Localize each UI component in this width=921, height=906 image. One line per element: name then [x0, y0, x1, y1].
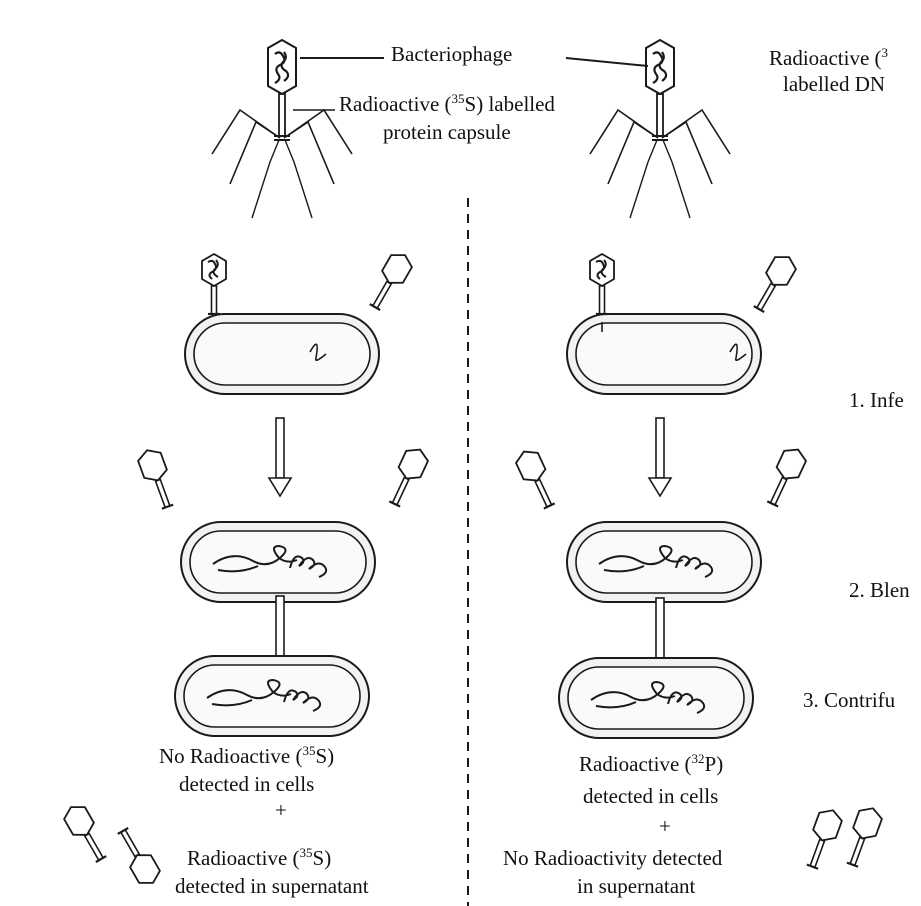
right-free-phage-2 — [762, 444, 809, 509]
label-labelled-dna-2: labelled DN — [780, 72, 888, 97]
right-phage-attached-1 — [590, 254, 614, 314]
right-phage-attached-2 — [749, 251, 800, 315]
left-free-phage-1 — [136, 446, 179, 511]
left-cell-infection — [185, 314, 379, 394]
left-supernatant-phage-2 — [113, 825, 164, 889]
right-supernatant-result-2: in supernatant — [574, 874, 698, 899]
label-labelled-dna: Radioactive (3 — [766, 46, 891, 71]
left-phage-attached-2 — [365, 249, 416, 313]
step-infection: 1. Infe — [846, 388, 907, 413]
step-blending: 2. Blen — [846, 578, 913, 603]
right-cell-infection — [567, 314, 761, 394]
right-bacteriophage — [590, 40, 730, 218]
step-centrifugation: 3. Contrifu — [800, 688, 898, 713]
left-phage-attached-1 — [202, 254, 226, 314]
left-supernatant-result-2: detected in supernatant — [172, 874, 372, 899]
right-supernatant-phage-1 — [801, 806, 844, 871]
left-bacteriophage — [212, 40, 352, 218]
left-cell-centrifuge — [175, 656, 369, 736]
right-cell-blending — [567, 522, 761, 602]
right-free-phage-1 — [513, 446, 560, 511]
label-protein-capsule: Radioactive (35S) labelled — [336, 92, 558, 117]
label-bacteriophage: Bacteriophage — [388, 42, 515, 67]
right-supernatant-phage-2 — [841, 804, 884, 869]
right-cell-centrifuge — [559, 658, 753, 738]
right-cells-result: Radioactive (32P) — [576, 752, 726, 777]
left-supernatant-result: Radioactive (35S) — [184, 846, 334, 871]
label-protein-capsule-2: protein capsule — [380, 120, 514, 145]
left-cells-result-2: detected in cells — [176, 772, 317, 797]
left-free-phage-2 — [384, 444, 431, 509]
left-cells-result: No Radioactive (35S) — [156, 744, 337, 769]
left-plus: + — [272, 798, 290, 823]
left-arrow-1 — [269, 418, 291, 496]
right-plus: + — [656, 814, 674, 839]
right-cells-result-2: detected in cells — [580, 784, 721, 809]
right-supernatant-result: No Radioactivity detected — [500, 846, 725, 871]
left-supernatant-phage-1 — [61, 801, 112, 865]
left-cell-blending — [181, 522, 375, 602]
right-arrow-1 — [649, 418, 671, 496]
